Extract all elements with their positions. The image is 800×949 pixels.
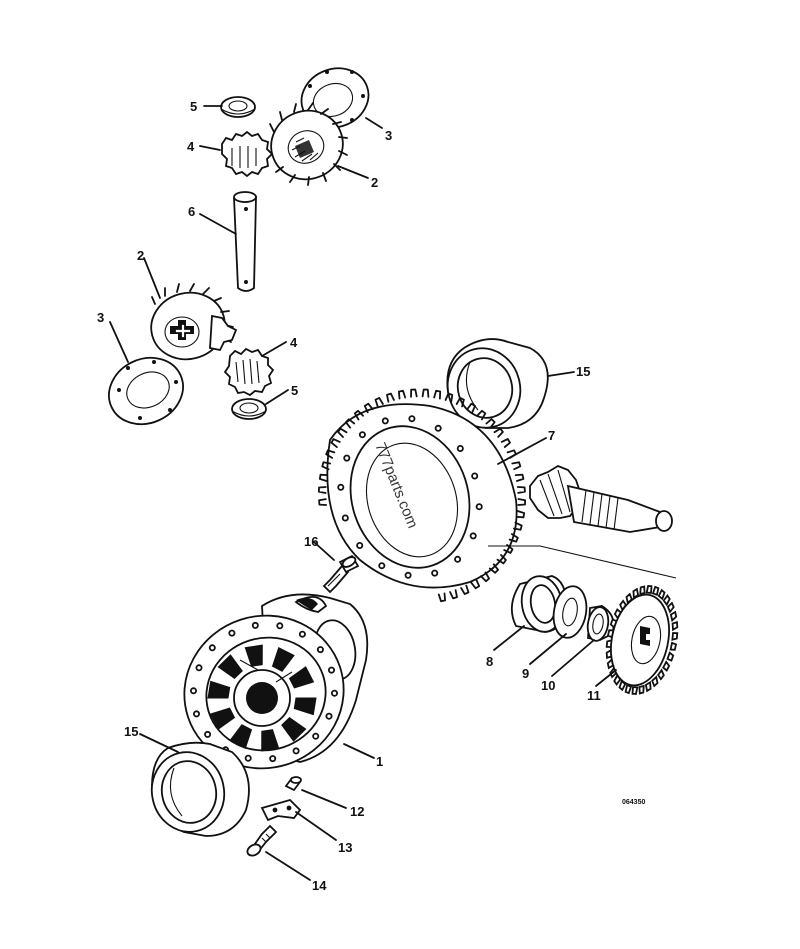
bearing-cup-lower xyxy=(150,741,250,837)
callout-8: 8 xyxy=(486,654,493,669)
lock-tab-13 xyxy=(260,798,302,822)
pin-12 xyxy=(284,776,302,792)
washer-top xyxy=(220,96,256,118)
callout-7: 7 xyxy=(548,428,555,443)
pinion-gear-middle xyxy=(223,347,275,397)
callout-4-top: 4 xyxy=(187,139,195,154)
side-gear-top xyxy=(269,102,348,186)
drawing-code: 064350 xyxy=(622,799,645,806)
crown-wheel: 777parts.com xyxy=(318,388,526,603)
callout-5-top: 5 xyxy=(190,99,197,114)
callout-15-lower: 15 xyxy=(124,724,138,739)
washer-middle xyxy=(231,398,267,420)
callout-3-top: 3 xyxy=(385,128,392,143)
callout-9: 9 xyxy=(522,666,529,681)
drive-pinion-shaft xyxy=(529,464,673,533)
callout-2-middle: 2 xyxy=(137,248,144,263)
callout-15-upper: 15 xyxy=(576,364,590,379)
callout-labels: 5 3 4 2 6 2 3 4 5 15 7 16 8 9 10 11 1 15… xyxy=(97,99,645,893)
spur-gear xyxy=(605,585,679,695)
collar-ring xyxy=(586,605,615,642)
spacer-washer xyxy=(552,585,588,639)
callout-11: 11 xyxy=(587,688,601,703)
callout-14: 14 xyxy=(312,878,327,893)
callout-3-middle: 3 xyxy=(97,310,104,325)
screw-14 xyxy=(246,824,278,857)
pinion-shaft xyxy=(233,191,257,292)
differential-case xyxy=(183,593,369,770)
callout-2-top: 2 xyxy=(371,175,378,190)
thrust-washer-middle xyxy=(108,356,184,426)
callout-13: 13 xyxy=(338,840,352,855)
bolt-16 xyxy=(322,554,360,594)
callout-1: 1 xyxy=(376,754,383,769)
callout-16: 16 xyxy=(304,534,318,549)
side-gear-middle xyxy=(150,283,238,361)
assembly-line xyxy=(488,545,677,579)
callout-12: 12 xyxy=(350,804,364,819)
callout-10: 10 xyxy=(541,678,555,693)
leader-lines xyxy=(109,105,617,881)
callout-6: 6 xyxy=(188,204,195,219)
callout-4-middle: 4 xyxy=(290,335,298,350)
callout-5-middle: 5 xyxy=(291,383,298,398)
pinion-gear-top xyxy=(221,130,274,178)
